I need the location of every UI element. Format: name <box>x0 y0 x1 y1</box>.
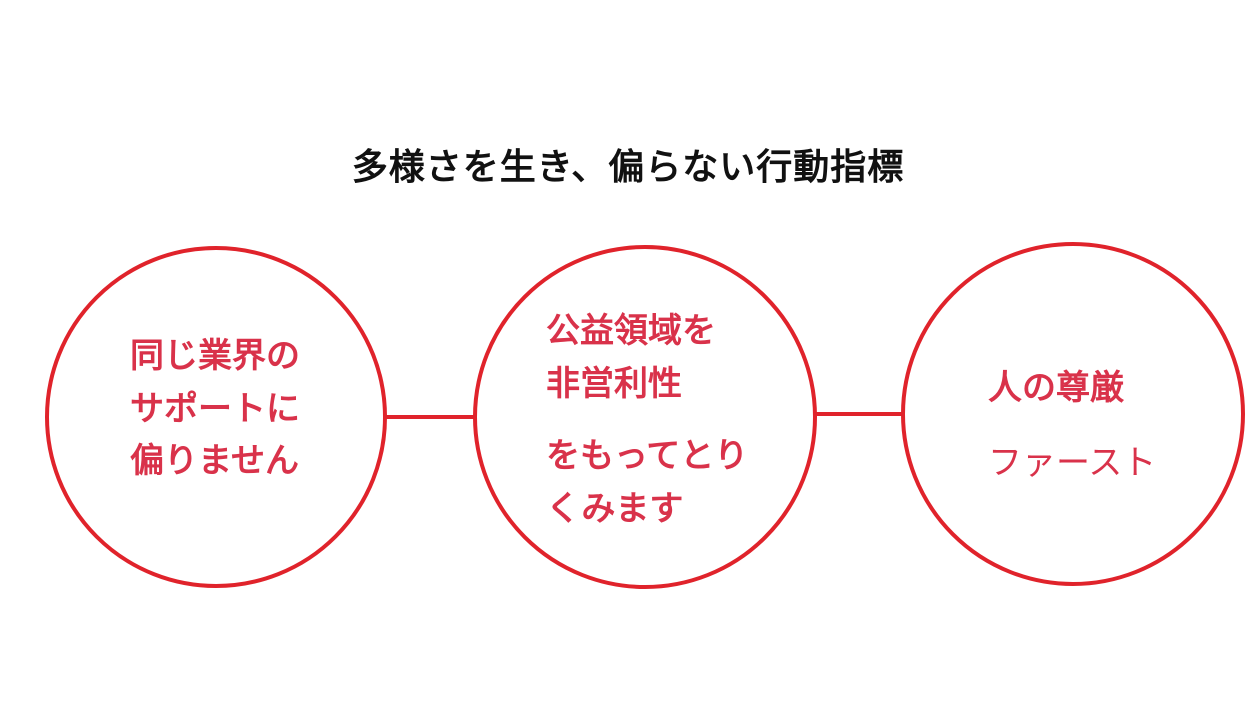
node-2-text-a: 公益領域を 非営利性 <box>546 305 716 410</box>
node-1-line-2: サポートに <box>130 388 300 429</box>
node-2-line-3: をもってとり <box>546 436 749 476</box>
circle-node-1 <box>45 246 387 588</box>
node-1-text: 同じ業界の サポートに 偏りません <box>130 330 300 488</box>
node-3-line-1: 人の尊厳 <box>988 368 1124 408</box>
node-2-text-b: をもってとり くみます <box>546 430 748 535</box>
node-1-line-1: 同じ業界の <box>130 336 300 376</box>
node-3-text-b: ファースト <box>988 437 1156 490</box>
node-2-line-1: 公益領域を <box>546 311 716 351</box>
circle-node-3 <box>901 242 1245 586</box>
node-3-text-a: 人の尊厳 <box>988 362 1124 415</box>
node-3-line-2: ファースト <box>988 443 1157 483</box>
diagram-title: 多様さを生き、偏らない行動指標 <box>351 147 905 188</box>
node-1-line-3: 偏りません <box>130 441 299 482</box>
node-2-line-2: 非営利性 <box>546 363 682 404</box>
node-2-line-4: くみます <box>546 488 684 529</box>
circle-node-2 <box>473 245 817 589</box>
